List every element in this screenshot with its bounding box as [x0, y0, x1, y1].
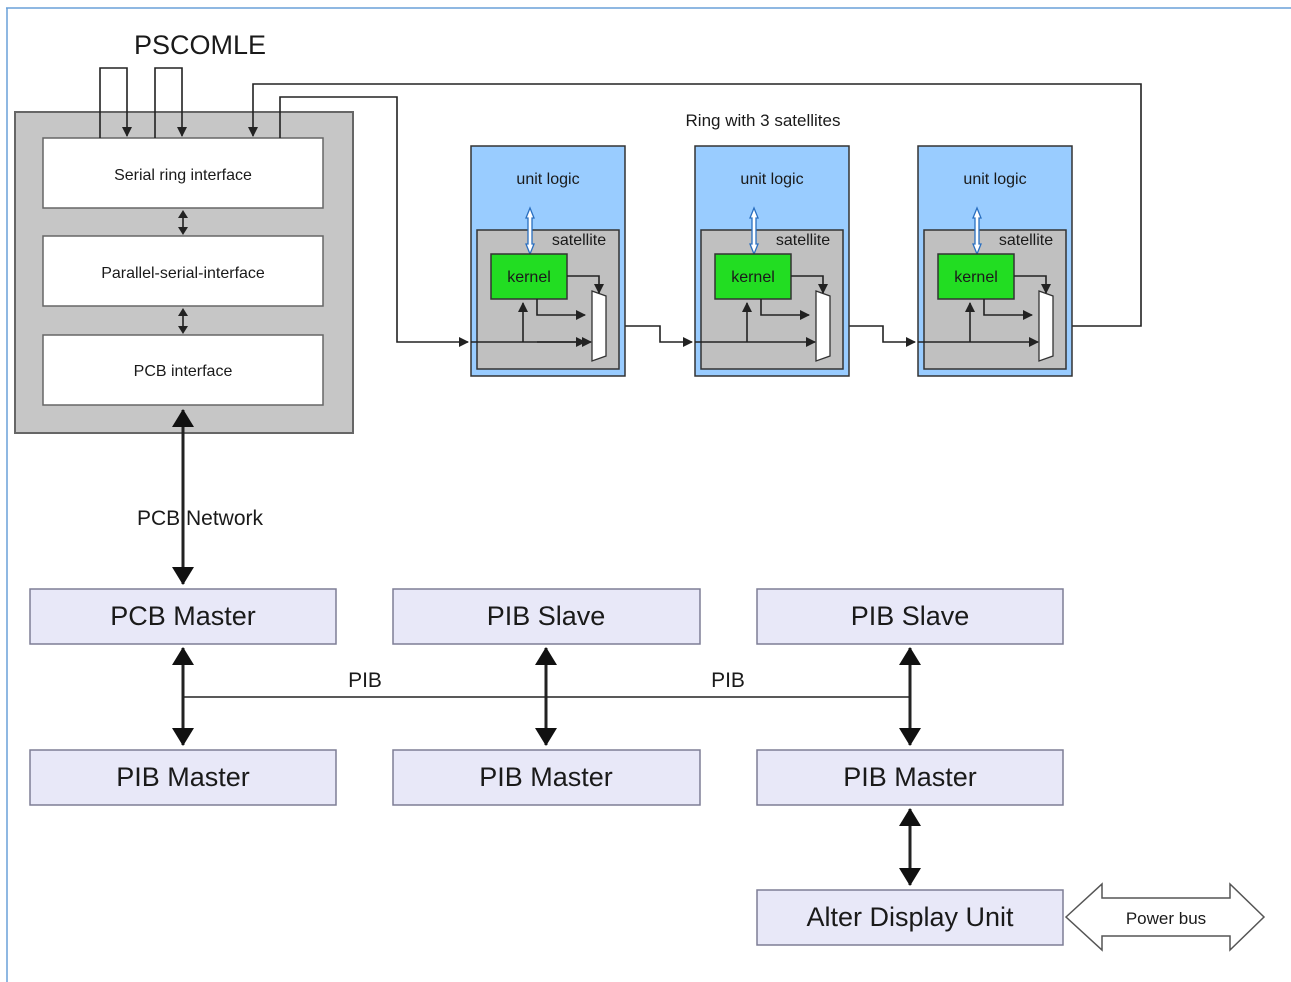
power-bus-arrow: Power bus: [1064, 882, 1266, 952]
pib-slave-box-2: PIB Slave: [756, 588, 1064, 645]
serial-ring-interface-box: [42, 137, 324, 209]
pcb-master-box: PCB Master: [29, 588, 337, 645]
mux-icon: [815, 290, 831, 362]
kernel-label: kernel: [507, 269, 551, 286]
kernel-box: [937, 253, 1015, 300]
pcb-network-label: PCB Network: [137, 507, 264, 530]
kernel-box: [490, 253, 568, 300]
power-bus-label: Power bus: [1126, 909, 1206, 928]
pib-slave-box-1: PIB Slave: [392, 588, 701, 645]
satellite-3: unit logic satellite kernel: [917, 145, 1073, 377]
pcb-master-label: PCB Master: [110, 601, 256, 631]
satellite-2: unit logic satellite kernel: [694, 145, 850, 377]
pscomle-loops: [99, 67, 187, 138]
pib-label-2: PIB: [711, 669, 745, 692]
alter-display-unit-box: Alter Display Unit: [756, 889, 1064, 946]
pib-slave-label-2: PIB Slave: [851, 601, 970, 631]
pib-master-label-2: PIB Master: [479, 762, 613, 792]
pcb-interface-box: [42, 334, 324, 406]
pib-master-box-2: PIB Master: [392, 749, 701, 806]
satellite-label: satellite: [999, 232, 1053, 249]
satellite-label: satellite: [776, 232, 830, 249]
kernel-label: kernel: [954, 269, 998, 286]
kernel-label: kernel: [731, 269, 775, 286]
pib-slave-label-1: PIB Slave: [487, 601, 606, 631]
pib-master-label-3: PIB Master: [843, 762, 977, 792]
mux-icon: [591, 290, 607, 362]
pib-master-label-1: PIB Master: [116, 762, 250, 792]
satellite-1: unit logic satellite kernel: [470, 145, 626, 377]
parallel-serial-interface-box: [42, 235, 324, 307]
pscomle-block: Serial ring interface Parallel-serial-in…: [14, 111, 354, 434]
ring-connections: [248, 83, 1142, 347]
alter-display-unit-label: Alter Display Unit: [806, 902, 1014, 932]
pib-label-1: PIB: [348, 669, 382, 692]
ring-title: Ring with 3 satellites: [686, 111, 841, 130]
mux-icon: [1038, 290, 1054, 362]
pcb-interface-label: PCB interface: [134, 363, 233, 380]
pscomle-title: PSCOMLE: [134, 30, 266, 60]
parallel-serial-interface-label: Parallel-serial-interface: [101, 265, 265, 282]
kernel-box: [714, 253, 792, 300]
satellite-label: satellite: [552, 232, 606, 249]
unit-logic-label: unit logic: [740, 171, 803, 188]
pib-master-box-3: PIB Master: [756, 749, 1064, 806]
unit-logic-label: unit logic: [516, 171, 579, 188]
pib-master-box-1: PIB Master: [29, 749, 337, 806]
unit-logic-label: unit logic: [963, 171, 1026, 188]
serial-ring-interface-label: Serial ring interface: [114, 167, 252, 184]
